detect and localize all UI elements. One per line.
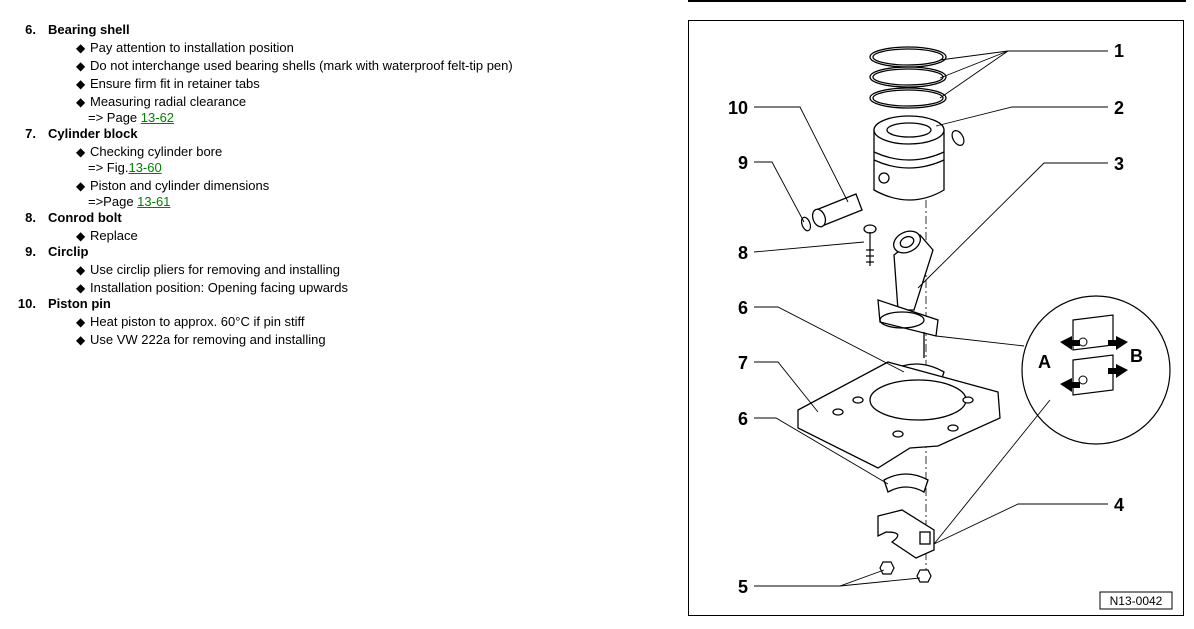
figure-id-box	[1099, 591, 1173, 610]
bullet: ◆Measuring radial clearance	[76, 94, 247, 109]
conrod-bolt	[863, 224, 877, 266]
bullet: ◆Checking cylinder bore	[76, 144, 223, 159]
item-title: Bearing shell	[48, 22, 130, 37]
bullet: ◆Use VW 222a for removing and installing	[76, 332, 326, 347]
callout-2: 2	[1114, 98, 1124, 118]
item-number: 10.	[17, 296, 36, 311]
nut	[916, 569, 932, 583]
callout-1: 1	[1114, 41, 1124, 61]
item-title: Conrod bolt	[48, 210, 122, 225]
page-link[interactable]: 13-61	[137, 194, 171, 209]
bullet: ◆Installation position: Opening facing u…	[76, 280, 348, 295]
page-link[interactable]: 13-62	[140, 110, 175, 125]
item-number: 8.	[25, 210, 36, 225]
item-number: 9.	[25, 244, 36, 259]
connecting-rod	[877, 230, 939, 358]
item-title: Cylinder block	[48, 126, 138, 141]
circlip	[800, 216, 812, 232]
bearing-shell-lower	[883, 473, 929, 493]
page-reference: =>Page 13-61	[88, 194, 171, 209]
leader-lines	[753, 50, 1108, 587]
item-title: Circlip	[48, 244, 89, 259]
circlip	[951, 130, 965, 146]
top-rule	[688, 0, 1186, 2]
bullet: ◆Pay attention to installation position	[76, 40, 294, 55]
callout-5: 5	[738, 577, 748, 597]
callout-7: 7	[738, 353, 748, 373]
bullet: ◆Piston and cylinder dimensions	[76, 178, 270, 193]
callout-8: 8	[738, 243, 748, 263]
detail-view	[1021, 295, 1171, 445]
figure-reference: => Fig.13-60	[88, 160, 162, 175]
item-number: 6.	[25, 22, 36, 37]
detail-label-a: A	[1038, 352, 1051, 372]
callout-3: 3	[1114, 154, 1124, 174]
figure-id: N13-0042	[1110, 594, 1163, 608]
callout-6: 6	[738, 409, 748, 429]
arrow-A-icon	[1060, 336, 1080, 350]
piston	[873, 115, 945, 201]
exploded-view-figure: A B 1 2 3 4 5 6 6 7 8 9 10 N13-0042	[688, 20, 1184, 616]
callout-6: 6	[738, 298, 748, 318]
item-number: 7.	[25, 126, 36, 141]
detail-label-b: B	[1130, 346, 1143, 366]
arrow-B-icon	[1108, 364, 1128, 378]
bullet: ◆Do not interchange used bearing shells …	[76, 58, 513, 73]
figure-link[interactable]: 13-60	[128, 160, 162, 175]
conrod-cap	[877, 509, 935, 559]
piston-rings	[869, 46, 947, 109]
callout-9: 9	[738, 153, 748, 173]
callout-10: 10	[728, 98, 748, 118]
arrow-B-icon	[1108, 336, 1128, 350]
bullet: ◆Ensure firm fit in retainer tabs	[76, 76, 260, 91]
cylinder-block	[797, 361, 1001, 469]
nut	[879, 561, 895, 575]
callout-4: 4	[1114, 495, 1124, 515]
bullet: ◆Replace	[76, 228, 138, 243]
bullet: ◆Heat piston to approx. 60°C if pin stif…	[76, 314, 305, 329]
bullet: ◆Use circlip pliers for removing and ins…	[76, 262, 340, 277]
page-reference: => Page 13-62	[88, 110, 175, 125]
arrow-A-icon	[1060, 378, 1080, 392]
item-title: Piston pin	[48, 296, 111, 311]
piston-pin	[811, 193, 863, 228]
